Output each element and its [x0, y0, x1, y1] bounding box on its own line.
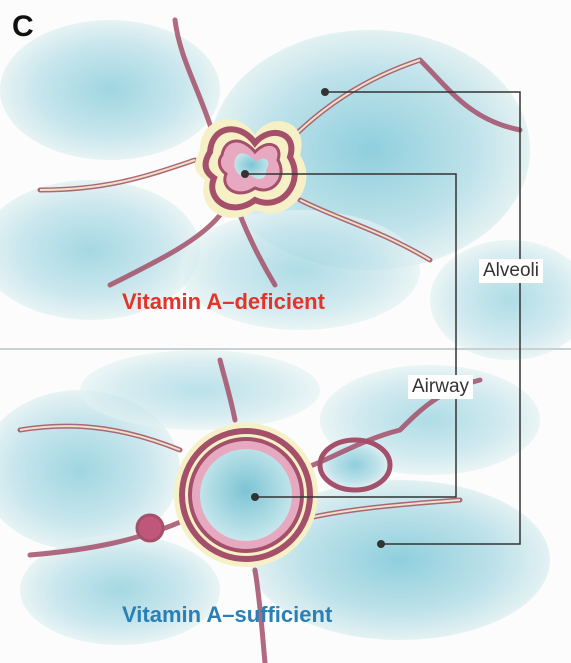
panel-letter: C [12, 10, 34, 44]
airway-lumen [200, 449, 292, 541]
deficient-label: Vitamin A–deficient [122, 289, 325, 315]
open-airway [174, 423, 318, 567]
panel-divider [0, 348, 571, 350]
alveolus [80, 350, 320, 430]
collapsed-airway [195, 119, 306, 218]
alveoli-callout: Alveoli [479, 259, 543, 283]
blood-vessel [137, 515, 163, 541]
alveolus [430, 240, 571, 360]
airway-callout: Airway [408, 375, 473, 399]
sufficient-label: Vitamin A–sufficient [122, 602, 332, 628]
